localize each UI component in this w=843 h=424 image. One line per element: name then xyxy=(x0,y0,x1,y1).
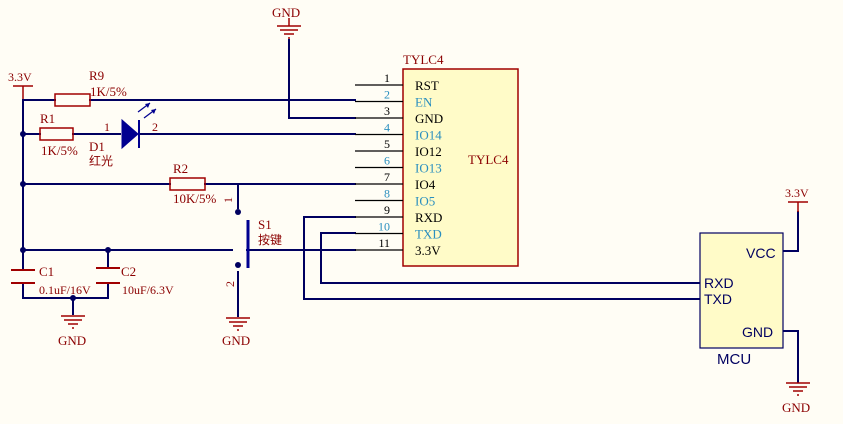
chip-pin-number-1: 1 xyxy=(384,71,390,85)
mcu-gnd-label: GND xyxy=(742,324,773,340)
chip-pin-number-4: 4 xyxy=(384,121,390,135)
chip-pin-name-7: IO4 xyxy=(415,177,436,192)
chip-pin-name-11: 3.3V xyxy=(415,243,441,258)
vcc-right-label: 3.3V xyxy=(785,186,809,200)
chip-pin-name-4: IO14 xyxy=(415,128,442,143)
r1-ref: R1 xyxy=(40,111,55,126)
wires xyxy=(22,39,799,383)
mcu-block: VCC RXD TXD GND MCU xyxy=(699,232,784,368)
chip-pin-number-2: 2 xyxy=(384,88,390,102)
mcu-vcc-label: VCC xyxy=(746,245,776,261)
s1-pin2: 2 xyxy=(223,281,237,287)
resistor-r2: R2 10K/5% xyxy=(169,161,217,206)
d1-ref: D1 xyxy=(89,139,105,154)
r2-value: 10K/5% xyxy=(173,191,217,206)
mcu-name: MCU xyxy=(717,351,751,368)
gnd-symbol-caps: GND xyxy=(58,315,86,348)
resistor-r9: R9 1K/5% xyxy=(54,68,127,107)
led-d1: 1 2 D1 红光 xyxy=(89,102,158,168)
r2-ref: R2 xyxy=(173,161,188,176)
s1-ref: S1 xyxy=(258,217,272,232)
vcc-left-label: 3.3V xyxy=(8,70,32,84)
gnd-top-label: GND xyxy=(272,5,300,20)
s1-value: 按键 xyxy=(258,233,282,247)
gnd-symbol-top: GND xyxy=(272,5,301,39)
gnd-symbol-switch: GND xyxy=(222,317,250,348)
switch-s1: 1 2 S1 按键 xyxy=(221,197,282,287)
chip-label: TYLC4 xyxy=(468,152,509,167)
gnd-symbol-mcu: GND xyxy=(782,382,810,415)
chip-pin-number-9: 9 xyxy=(384,203,390,217)
r9-value: 1K/5% xyxy=(90,84,127,99)
c1-value: 0.1uF/16V xyxy=(39,283,91,297)
gnd-switch-label: GND xyxy=(222,333,250,348)
chip-pin-name-9: RXD xyxy=(415,210,442,225)
capacitor-c1: C1 0.1uF/16V xyxy=(11,264,91,297)
junction-dots xyxy=(20,131,111,301)
chip-pin-name-5: IO12 xyxy=(415,144,442,159)
gnd-mcu-label: GND xyxy=(782,400,810,415)
chip-pin-number-7: 7 xyxy=(384,170,390,184)
chip-pin-name-1: RST xyxy=(415,78,439,93)
chip-pin-number-5: 5 xyxy=(384,137,390,151)
s1-pin1: 1 xyxy=(221,197,235,203)
r1-value: 1K/5% xyxy=(41,143,78,158)
mcu-txd-label: TXD xyxy=(704,291,732,307)
capacitor-c2: C2 10uF/6.3V xyxy=(96,264,174,297)
c1-ref: C1 xyxy=(39,264,54,279)
vcc-symbol-right: 3.3V xyxy=(785,186,809,212)
d1-value: 红光 xyxy=(89,153,113,168)
chip-pin-name-6: IO13 xyxy=(415,161,442,176)
resistor-r1: R1 1K/5% xyxy=(39,111,78,158)
chip-pin-number-10: 10 xyxy=(378,220,390,234)
chip-pin-number-3: 3 xyxy=(384,104,390,118)
chip-pin-name-8: IO5 xyxy=(415,194,435,209)
chip-title: TYLC4 xyxy=(403,52,444,67)
d1-pin2: 2 xyxy=(152,120,158,134)
d1-pin1: 1 xyxy=(104,120,110,134)
vcc-symbol-left: 3.3V xyxy=(8,70,33,100)
gnd-caps-label: GND xyxy=(58,333,86,348)
chip-pin-number-8: 8 xyxy=(384,187,390,201)
chip-pin-name-10: TXD xyxy=(415,227,442,242)
mcu-rxd-label: RXD xyxy=(704,275,734,291)
r9-ref: R9 xyxy=(89,68,104,83)
chip-pin-name-3: GND xyxy=(415,111,443,126)
chip-pin-name-2: EN xyxy=(415,95,433,110)
chip-pin-number-6: 6 xyxy=(384,154,390,168)
chip-pin-number-11: 11 xyxy=(378,236,390,250)
c2-value: 10uF/6.3V xyxy=(122,283,174,297)
c2-ref: C2 xyxy=(121,264,136,279)
